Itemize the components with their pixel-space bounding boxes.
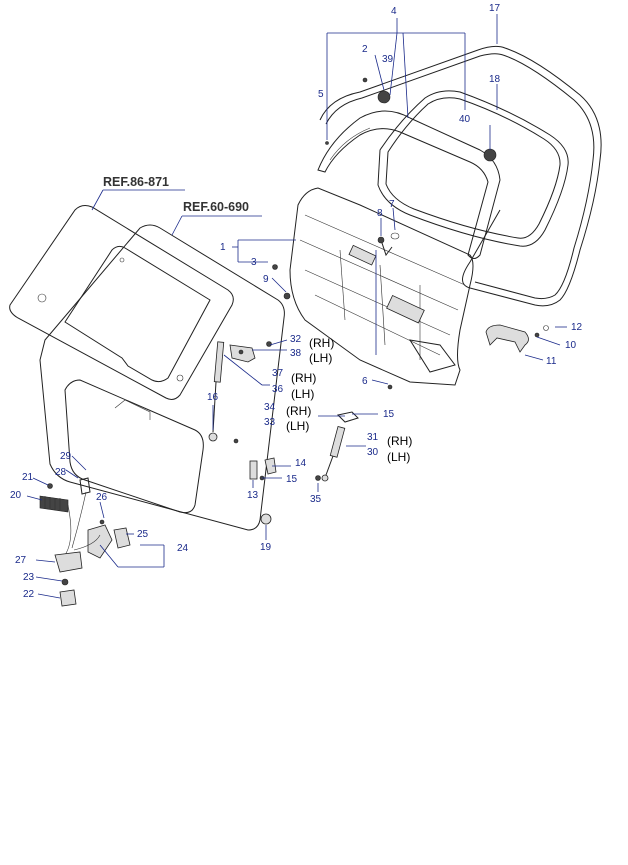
callout-19: 19: [260, 542, 272, 553]
callout-23: 23: [23, 572, 35, 583]
callout-40: 40: [459, 114, 471, 125]
callout-29: 29: [60, 451, 72, 462]
callout-39: 39: [382, 54, 394, 65]
callout-31: 31: [367, 432, 379, 443]
callout-33: 33: [264, 417, 276, 428]
callout-6: 6: [362, 376, 368, 387]
callout-4: 4: [391, 6, 397, 17]
callout-17: 17: [489, 3, 501, 14]
tailgate-trim-panel: [289, 187, 474, 386]
callout-25: 25: [137, 529, 149, 540]
callout-7: 7: [389, 199, 395, 210]
callout-34: 34: [264, 402, 276, 413]
small-clips: [260, 77, 497, 525]
callout-1: 1: [220, 242, 226, 253]
callout-5: 5: [318, 89, 324, 100]
callout-22: 22: [23, 589, 35, 600]
callout-14: 14: [295, 458, 307, 469]
callout-15a: 15: [383, 409, 395, 420]
latch-assembly: [39, 477, 131, 607]
callout-13: 13: [247, 490, 259, 501]
gas-strut-16: [208, 341, 239, 444]
ref-glass-label: REF.86-871: [103, 175, 169, 189]
side-lh-30: (LH): [387, 450, 410, 464]
side-rh-31: (RH): [387, 434, 412, 448]
side-rh-37: (RH): [291, 371, 316, 385]
callout-15b: 15: [286, 474, 298, 485]
weatherstrip-inner: [377, 90, 569, 247]
side-lh-36: (LH): [291, 387, 314, 401]
callout-36: 36: [272, 384, 284, 395]
leader-lines: [26, 14, 567, 599]
gas-strut-30: [321, 411, 359, 482]
handle-assembly: [485, 324, 549, 353]
callout-3: 3: [251, 257, 257, 268]
callout-12: 12: [571, 322, 583, 333]
brackets: [249, 457, 321, 481]
side-rh-34: (RH): [286, 404, 311, 418]
callout-21: 21: [22, 472, 34, 483]
side-lh-33: (LH): [286, 419, 309, 433]
callout-30: 30: [367, 447, 379, 458]
side-rh-32: (RH): [309, 336, 334, 350]
callout-8: 8: [377, 208, 383, 219]
weatherstrip-outer: [319, 45, 602, 307]
callout-37: 37: [272, 368, 284, 379]
callout-2: 2: [362, 44, 368, 55]
callout-9: 9: [263, 274, 269, 285]
callout-20: 20: [10, 490, 22, 501]
callout-24: 24: [177, 543, 189, 554]
callout-16: 16: [207, 392, 219, 403]
callout-26: 26: [96, 492, 108, 503]
callout-27: 27: [15, 555, 27, 566]
hinge-assembly: [229, 341, 272, 363]
callout-35: 35: [310, 494, 322, 505]
callout-32: 32: [290, 334, 302, 345]
callout-11: 11: [546, 356, 557, 367]
callout-28: 28: [55, 467, 67, 478]
rear-glass: [9, 205, 234, 400]
side-lh-38: (LH): [309, 351, 332, 365]
callout-10: 10: [565, 340, 577, 351]
callout-18: 18: [489, 74, 501, 85]
upper-trim: [317, 110, 501, 259]
ref-panel-label: REF.60-690: [183, 200, 249, 214]
callout-38: 38: [290, 348, 302, 359]
